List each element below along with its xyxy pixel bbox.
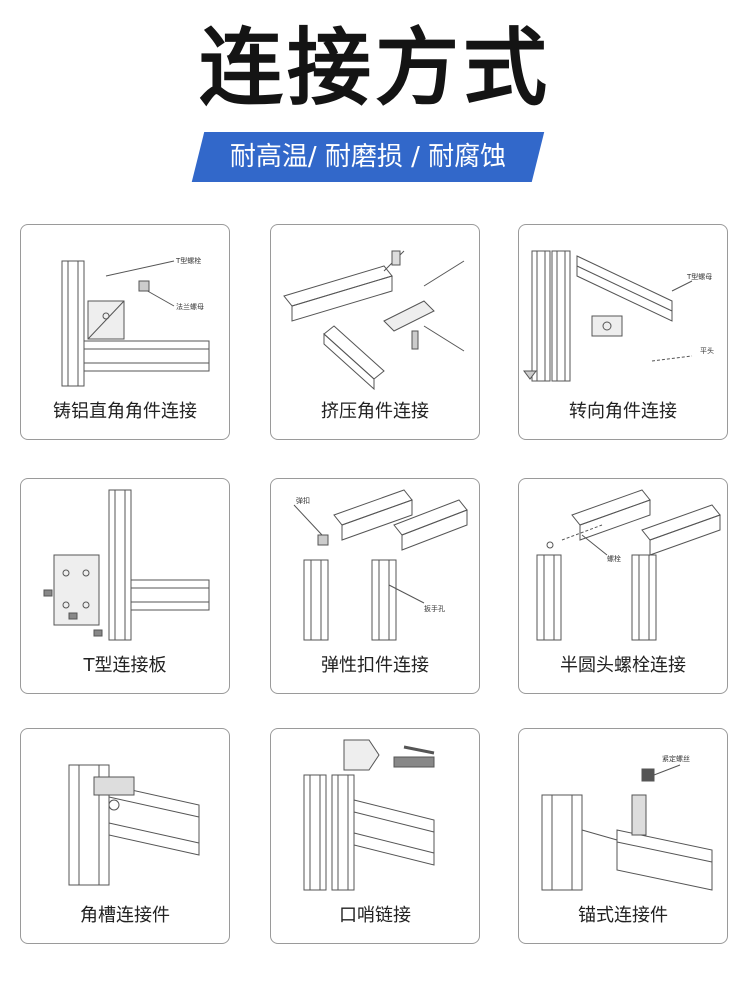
card-whistle-link: 口哨链接 <box>270 728 480 944</box>
card-label: 弹性扣件连接 <box>321 655 429 676</box>
card-label: 挤压角件连接 <box>321 401 429 422</box>
anchor-connector-illustration: 紧定螺丝 <box>541 754 713 891</box>
card-label: 锚式连接件 <box>578 905 668 926</box>
annotation-flange-nut: 法兰螺母 <box>176 302 204 311</box>
annotation-flat-head: 平头 <box>700 346 714 355</box>
annotation-t-nut: T型螺母 <box>686 272 712 281</box>
card-label: 铸铝直角角件连接 <box>53 401 197 422</box>
card-button-head-bolt: 螺栓 半圆头螺栓连接 <box>518 478 728 694</box>
card-anchor-connector: 紧定螺丝 锚式连接件 <box>518 728 728 944</box>
card-label: T型连接板 <box>83 655 167 676</box>
card-label: 半圆头螺栓连接 <box>560 655 686 676</box>
card-label: 转向角件连接 <box>569 401 677 422</box>
whistle-link-illustration <box>303 739 435 891</box>
cast-corner-illustration: T型螺栓 法兰螺母 <box>61 256 210 387</box>
card-label: 口哨链接 <box>339 905 411 926</box>
page-title: 连接方式 <box>198 19 551 117</box>
t-plate-illustration <box>43 489 210 641</box>
swivel-corner-illustration: T型螺母 平头 <box>523 250 714 382</box>
card-extruded-corner: 挤压角件连接 <box>270 224 480 440</box>
card-cast-aluminum-corner: T型螺栓 法兰螺母 铸铝直角角件连接 <box>20 224 230 440</box>
card-label: 角槽连接件 <box>80 905 170 926</box>
subtitle-text: 耐高温/ 耐磨损 / 耐腐蚀 <box>229 142 507 172</box>
annotation-t-bolt: T型螺栓 <box>175 256 201 265</box>
button-bolt-illustration: 螺栓 <box>536 489 721 641</box>
card-swivel-corner: T型螺母 平头 转向角件连接 <box>518 224 728 440</box>
annotation-wrench-hole: 扳手孔 <box>424 604 445 613</box>
card-elastic-clip: 弹扣 扳手孔 弹性扣件连接 <box>270 478 480 694</box>
annotation-set-screw: 紧定螺丝 <box>662 754 690 763</box>
corner-groove-illustration <box>68 764 200 886</box>
card-corner-groove: 角槽连接件 <box>20 728 230 944</box>
annotation-clip: 弹扣 <box>296 496 310 505</box>
card-t-plate: T型连接板 <box>20 478 230 694</box>
elastic-clip-illustration: 弹扣 扳手孔 <box>293 489 468 641</box>
extruded-corner-illustration <box>283 250 465 391</box>
annotation-bolt: 螺栓 <box>607 554 621 563</box>
